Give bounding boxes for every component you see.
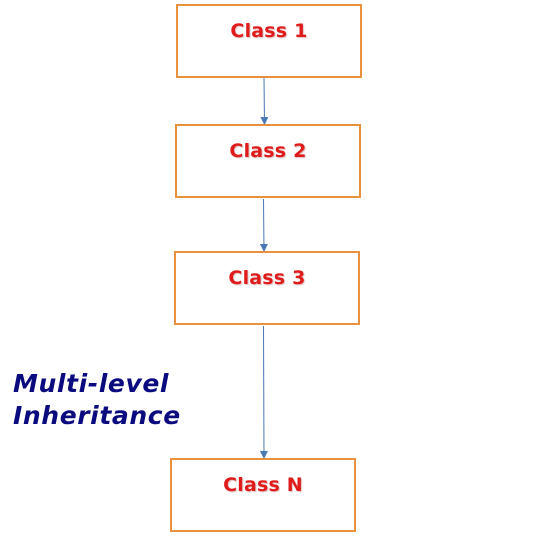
class-3-box: Class 3 [174,251,360,325]
diagram-title-line-1: Multi-level [13,369,170,398]
arrow-class-1-to-class-2 [260,77,269,125]
arrow-class-2-to-class-3 [259,198,268,252]
diagram-title-line-2: Inheritance [13,401,181,430]
arrow-class-3-to-class-n [259,325,268,459]
class-1-label: Class 1 [230,20,308,42]
diagram-title: Multi-level Inheritance [13,368,181,432]
class-3-label: Class 3 [228,267,306,289]
class-1-box: Class 1 [176,4,362,78]
class-n-box: Class N [170,458,356,532]
class-2-box: Class 2 [175,124,361,198]
class-2-label: Class 2 [229,140,307,162]
class-n-label: Class N [223,474,303,496]
